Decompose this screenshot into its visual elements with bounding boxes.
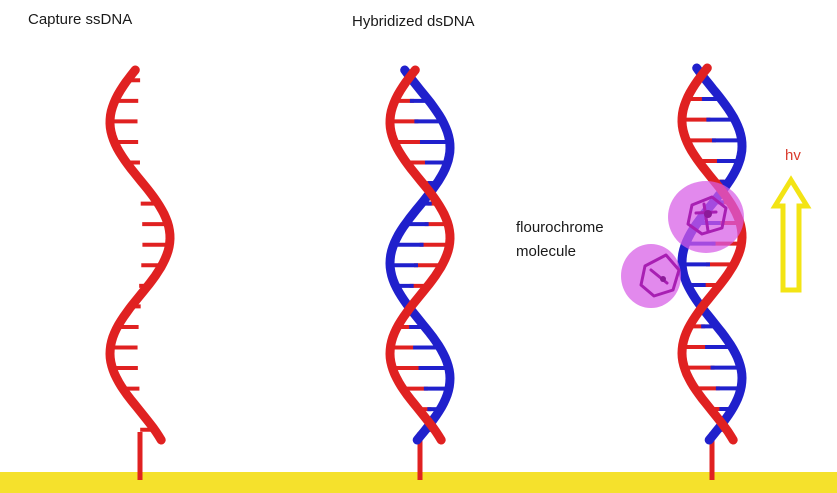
capture-ssdna-label: Capture ssDNA [28, 10, 132, 30]
attachment-post [138, 432, 143, 480]
fluorochrome-label-line-1: flourochrome [516, 216, 604, 240]
hybridized-dsdna-label: Hybridized dsDNA [352, 12, 475, 32]
fluorescent-dsdna-helix [682, 68, 742, 480]
photon-emission-arrow [775, 180, 807, 290]
fluorochrome-label-line-2: molecule [516, 240, 604, 264]
capture-strand [110, 70, 170, 440]
capture-ssdna-helix [110, 70, 170, 480]
photon-label: hv [785, 147, 801, 165]
hybridized-dsdna-helix [390, 70, 450, 480]
fluorophore-molecule [621, 181, 744, 308]
fluorochrome-label: flourochrome molecule [516, 216, 604, 264]
